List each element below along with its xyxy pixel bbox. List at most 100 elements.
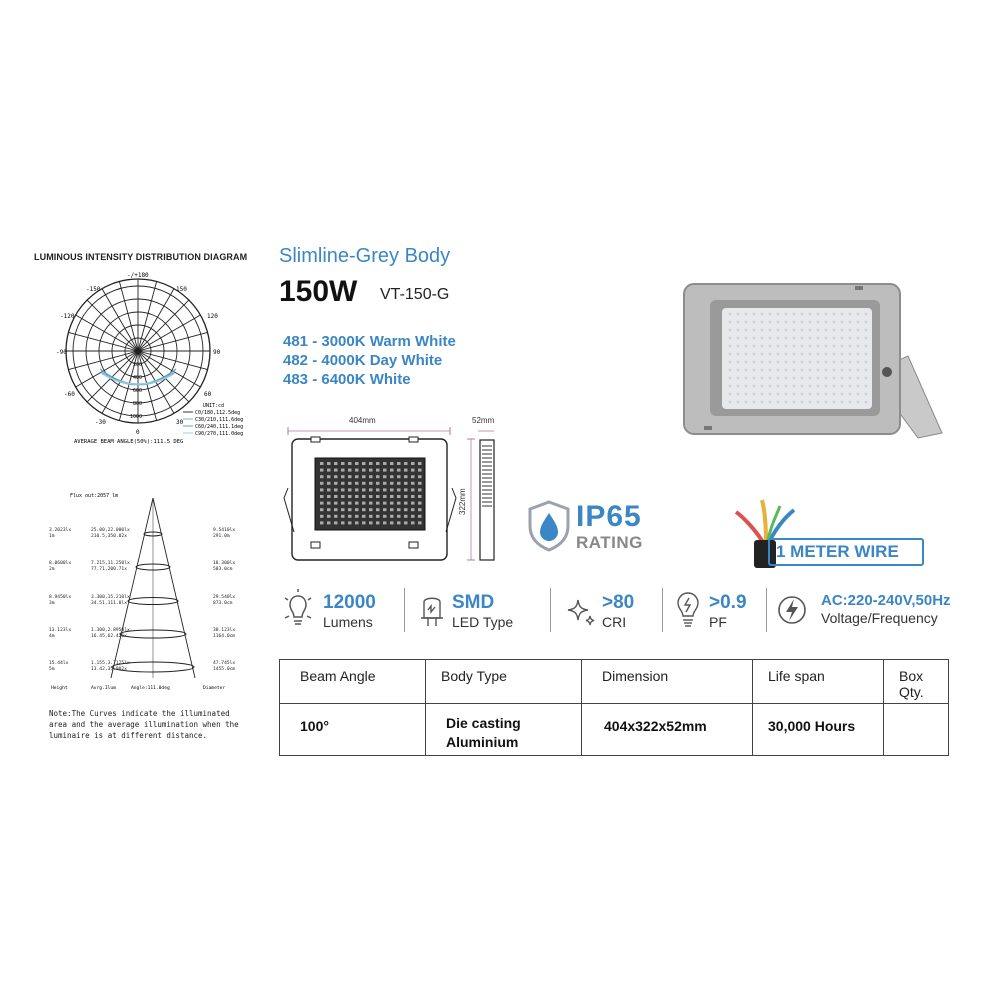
cone-row-text: 873.0cm (213, 600, 233, 606)
led-chip (355, 475, 359, 479)
photo-led (864, 312, 868, 316)
variant-6400k: 483 - 6400K White (283, 371, 411, 388)
polar-label-90: 90 (213, 349, 221, 356)
photo-led (840, 368, 844, 372)
photo-led (728, 352, 732, 356)
photo-led (760, 312, 764, 316)
photo-led (864, 328, 868, 332)
photo-led (752, 392, 756, 396)
led-chip (327, 468, 331, 472)
led-chip (376, 481, 380, 485)
photo-led (808, 312, 812, 316)
photo-led (736, 360, 740, 364)
led-chip (341, 475, 345, 479)
wire-icon (734, 499, 796, 568)
cone-row-text: 29.540lx (213, 594, 235, 600)
header-dimension: Dimension (581, 659, 753, 704)
led-chip (418, 468, 422, 472)
photo-led (856, 344, 860, 348)
led-chip (418, 521, 422, 525)
led-chip (383, 468, 387, 472)
cone-row-text: 3.300,15.210lx (91, 594, 130, 600)
led-chip (397, 481, 401, 485)
cone-row-text: 210.5,350.02x (91, 533, 127, 539)
photo-led (800, 400, 804, 404)
photo-led (832, 336, 836, 340)
photo-led (768, 328, 772, 332)
photo-led (776, 384, 780, 388)
photo-led (744, 336, 748, 340)
photo-led (856, 352, 860, 356)
photo-led (784, 344, 788, 348)
photo-led (768, 320, 772, 324)
model-number: VT-150-G (380, 286, 450, 303)
polar-label-150: 150 (176, 286, 187, 293)
photo-led (816, 328, 820, 332)
photo-led (784, 352, 788, 356)
photo-led (792, 344, 796, 348)
photo-led (840, 336, 844, 340)
photo-led (728, 392, 732, 396)
photo-led (808, 320, 812, 324)
photo-led (808, 344, 812, 348)
legend-unit: UNIT:cd (203, 403, 224, 409)
photo-led (824, 336, 828, 340)
led-chip (418, 514, 422, 518)
rating-label: RATING (576, 533, 643, 552)
photo-led (824, 400, 828, 404)
led-chip (404, 501, 408, 505)
led-chip (362, 521, 366, 525)
photo-led (728, 368, 732, 372)
led-chip (404, 495, 408, 498)
cone-row-text: 3m (49, 600, 55, 606)
photo-led (792, 336, 796, 340)
cone-row-text: 13.42,35.902x (91, 666, 127, 672)
photo-led (848, 336, 852, 340)
photo-led (800, 328, 804, 332)
photo-led (848, 352, 852, 356)
voltage-label: Voltage/Frequency (821, 610, 938, 626)
photo-led (728, 320, 732, 324)
photo-led (864, 360, 868, 364)
photo-led (752, 400, 756, 404)
photo-led (856, 376, 860, 380)
led-chip (369, 468, 373, 472)
photo-led (816, 384, 820, 388)
led-chip (376, 475, 380, 479)
separator (662, 588, 663, 632)
product-image (683, 283, 943, 439)
led-chip (327, 475, 331, 479)
cone-row-text: 13.123lx (49, 627, 71, 633)
led-chip (341, 501, 345, 505)
legend-item: C60/240,111.1deg (195, 424, 243, 430)
cone-footer: Avrg.Ilum (91, 685, 116, 691)
led-chip (362, 481, 366, 485)
led-chip (369, 475, 373, 479)
photo-led (824, 320, 828, 324)
photo-led (800, 368, 804, 372)
photo-led (800, 392, 804, 396)
photo-led (776, 344, 780, 348)
led-chip (348, 468, 352, 472)
photo-led (864, 376, 868, 380)
photo-led (848, 384, 852, 388)
photo-led (848, 360, 852, 364)
photo-led (760, 320, 764, 324)
photo-led (840, 312, 844, 316)
polar-label-180: -/+180 (127, 272, 149, 279)
cone-row-text: 4m (49, 633, 55, 639)
photo-led (784, 368, 788, 372)
cone-row-text: 1.300,2.8950lx (91, 627, 130, 633)
led-chip (327, 521, 331, 525)
led-chip (348, 508, 352, 512)
led-chip (404, 508, 408, 512)
photo-led (792, 400, 796, 404)
photo-led (728, 376, 732, 380)
photo-led (816, 400, 820, 404)
photo-led (808, 392, 812, 396)
photo-led (768, 360, 772, 364)
photo-led (808, 360, 812, 364)
photo-led (784, 392, 788, 396)
photo-led (840, 328, 844, 332)
cone-row-text: 34.51,111.0lx (91, 600, 127, 606)
